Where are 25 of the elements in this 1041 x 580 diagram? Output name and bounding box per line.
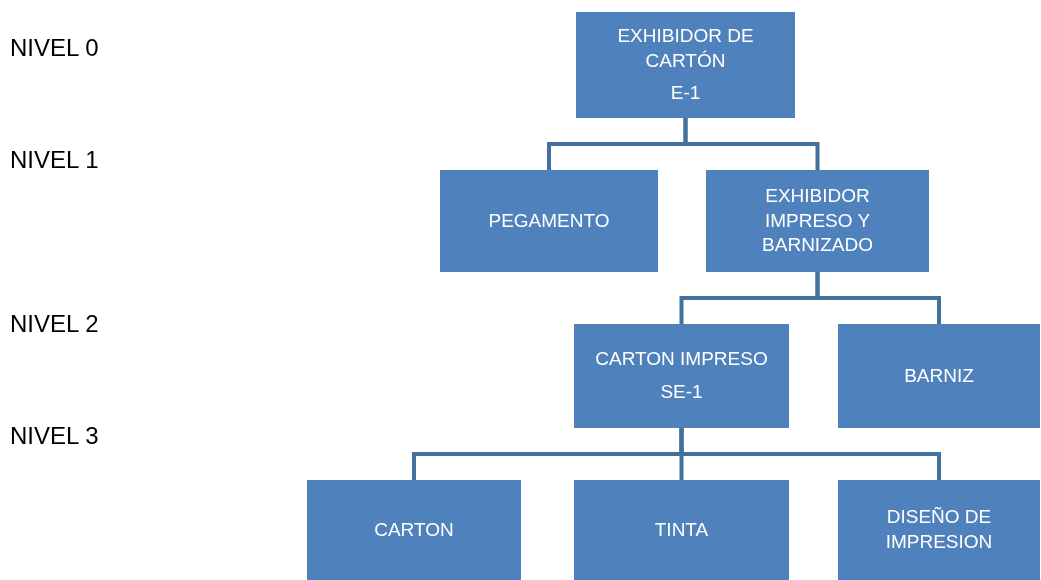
box-text: CARTON IMPRESO <box>595 347 768 372</box>
box-text: DISEÑO DE IMPRESION <box>884 505 994 554</box>
box-text: SE-1 <box>660 380 703 404</box>
connector-line <box>683 118 820 170</box>
process-box <box>574 324 789 428</box>
process-box <box>440 170 658 272</box>
box-text: PEGAMENTO <box>488 208 610 233</box>
box-text: EXHIBIDOR DE CARTÓN <box>616 23 755 73</box>
connector-line <box>815 272 941 324</box>
box-text: EXHIBIDOR IMPRESO Y BARNIZADO <box>761 183 874 258</box>
box-text: BARNIZ <box>904 363 974 388</box>
box-text: E-1 <box>670 81 701 106</box>
level-label: NIVEL 3 <box>10 421 99 451</box>
process-box <box>838 480 1040 580</box>
process-box <box>574 480 789 580</box>
box-text: TINTA <box>654 517 709 542</box>
connector-line <box>679 428 941 480</box>
level-label: NIVEL 2 <box>10 309 99 339</box>
level-label: NIVEL 0 <box>10 33 99 63</box>
box-text: CARTON <box>374 517 454 542</box>
level-label: NIVEL 1 <box>10 145 99 175</box>
process-box <box>706 170 929 272</box>
process-box <box>307 480 521 580</box>
process-box <box>838 324 1040 428</box>
process-box <box>576 12 795 118</box>
